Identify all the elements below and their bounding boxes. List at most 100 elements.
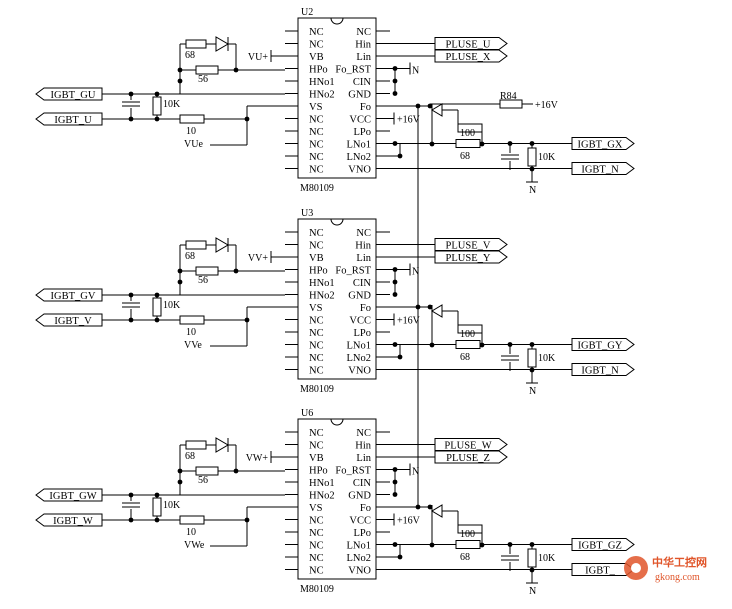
ic-pin-right: VCC (349, 115, 371, 126)
resistor-symbol (195, 65, 219, 75)
output-port (434, 37, 508, 50)
port-label: IGBT_N (581, 366, 619, 377)
resistor-symbol (527, 147, 537, 167)
ic-pin-right: VCC (349, 316, 371, 327)
port-label: IGBT_GZ (578, 541, 622, 552)
ic-pin-right: Fo_RST (335, 65, 371, 76)
ground-label: N (529, 386, 536, 397)
ic-pin-left: NC (309, 115, 324, 126)
resistor-value: 56 (198, 275, 208, 286)
junction-dot (427, 504, 433, 510)
port-label: IGBT_GU (51, 90, 96, 101)
resistor-symbol (455, 139, 481, 148)
port-label: PLUSE_U (446, 40, 491, 51)
port-label: PLUSE_Z (446, 453, 490, 464)
ic-pin-left: HPo (309, 466, 328, 477)
ic-pin-right: GND (348, 90, 371, 101)
resistor-symbol (185, 39, 207, 49)
gear-hole (631, 563, 641, 573)
ic-pin-left: NC (309, 541, 324, 552)
ground-label: N (412, 467, 419, 478)
ic-pin-right: CIN (353, 77, 372, 88)
ground-label: N (412, 267, 419, 278)
ic-notch (330, 17, 344, 25)
diode-symbol (215, 437, 229, 453)
ic-pin-left: NC (309, 553, 324, 564)
junction-dot (392, 279, 398, 285)
supply-label: VW+ (246, 453, 269, 464)
port-label: IGBT_ (585, 566, 615, 577)
junction-dot (427, 304, 433, 310)
ic-pin-left: NC (309, 341, 324, 352)
ic-pin-left: VS (309, 303, 323, 314)
ic-pin-left: NC (309, 441, 324, 452)
ground-label: N (529, 586, 536, 597)
resistor-symbol (152, 297, 162, 317)
diode-symbol (431, 304, 443, 318)
resistor-symbol (527, 348, 537, 368)
ic-pin-right: VNO (348, 165, 371, 176)
ic-pin-left: VS (309, 102, 323, 113)
junction-dot (177, 78, 183, 84)
junction-dot (392, 78, 398, 84)
port-label: PLUSE_X (446, 52, 491, 63)
ic-pin-left: HNo2 (309, 90, 335, 101)
ve-label: VUe (184, 139, 203, 150)
resistor-symbol (152, 96, 162, 116)
ic-pin-right: CIN (353, 278, 372, 289)
ic-pin-right: LNo2 (347, 152, 372, 163)
output-port (571, 538, 635, 551)
resistor-value: 68 (460, 151, 470, 162)
resistor-value: 68 (460, 352, 470, 363)
ic-pin-left: NC (309, 140, 324, 151)
resistor-value: 100 (460, 329, 475, 340)
resistor-value: 10K (538, 553, 556, 564)
supply-label: +16V (535, 100, 559, 111)
resistor-symbol (179, 114, 205, 124)
ic-pin-left: NC (309, 40, 324, 51)
output-port (434, 450, 508, 464)
ic-pin-right: Fo_RST (335, 266, 371, 277)
supply-label: +16V (397, 516, 421, 527)
ic-pin-left: VB (309, 52, 324, 63)
resistor-symbol (195, 266, 219, 276)
ve-label: VVe (184, 340, 202, 351)
resistor-value: 56 (198, 74, 208, 85)
ic-pin-left: HNo2 (309, 491, 335, 502)
port-label: IGBT_N (581, 165, 619, 176)
ic-pin-left: HNo2 (309, 291, 335, 302)
ic-pin-right: LPo (353, 127, 371, 138)
ic-pin-right: LNo2 (347, 553, 372, 564)
watermark-site: gkong.com (655, 572, 700, 583)
ic-pin-right: LNo1 (347, 341, 372, 352)
ic-pin-right: LPo (353, 328, 371, 339)
supply-label: +16V (397, 316, 421, 327)
port-label: IGBT_GX (578, 140, 623, 151)
ic-pin-left: NC (309, 528, 324, 539)
resistor-value: 68 (460, 552, 470, 563)
ic-pin-right: Lin (356, 453, 371, 464)
resistor-symbol (455, 340, 481, 349)
port-label: IGBT_GW (49, 491, 96, 502)
ic-pin-left: NC (309, 328, 324, 339)
ic-pin-right: Hin (355, 40, 372, 51)
port-label: IGBT_GV (51, 291, 96, 302)
ic-ref: U3 (301, 208, 313, 219)
ic-pin-right: CIN (353, 478, 372, 489)
port-label: IGBT_W (53, 516, 93, 527)
ic-ref: U2 (301, 7, 313, 18)
ic-pin-right: Fo (360, 102, 371, 113)
resistor-symbol (179, 315, 205, 325)
ic-pin-right: GND (348, 291, 371, 302)
ic-pin-left: NC (309, 316, 324, 327)
diode-symbol (215, 36, 229, 52)
ic-pin-left: NC (309, 241, 324, 252)
ic-pin-left: VS (309, 503, 323, 514)
junction-dot (128, 517, 134, 523)
resistor-value: 10K (163, 99, 181, 110)
ic-pin-right: Lin (356, 52, 371, 63)
